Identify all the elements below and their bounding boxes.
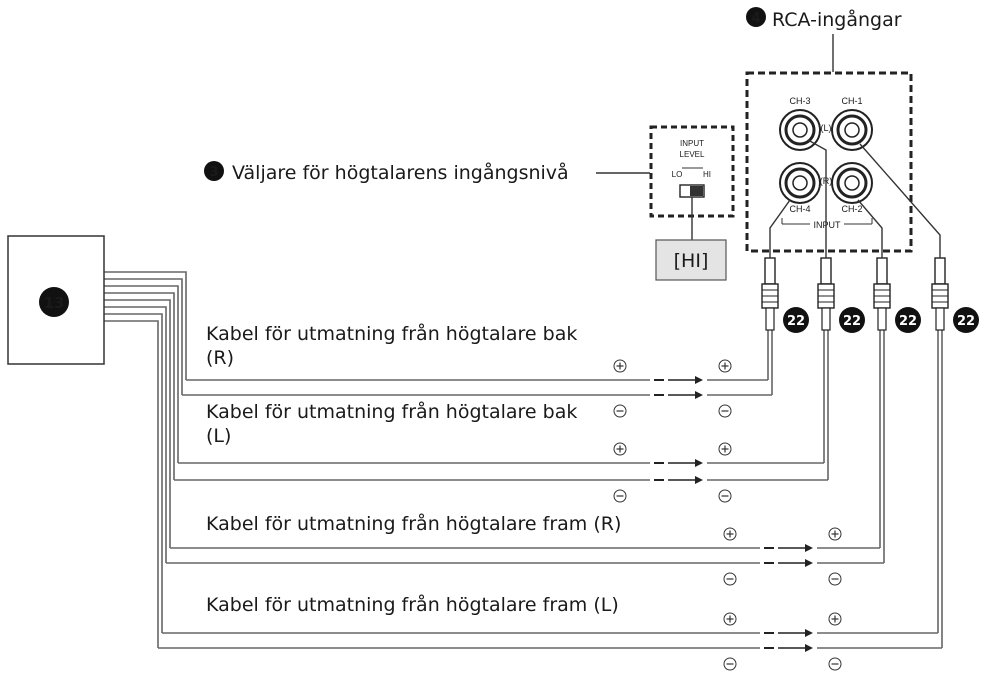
rca-channel-label: CH-1 xyxy=(841,96,862,106)
cable-wire xyxy=(823,330,829,480)
arrow-head xyxy=(695,376,703,384)
harness-wire xyxy=(104,278,183,395)
slide-switch-knob xyxy=(690,186,703,196)
harness-wire xyxy=(104,285,179,463)
harness-wire xyxy=(104,320,159,648)
switch-title: INPUT xyxy=(680,139,704,148)
rca-plug-tip xyxy=(820,257,832,285)
rca-plug-sleeve xyxy=(935,307,945,331)
rca-plug-sleeve xyxy=(877,307,887,331)
harness-wire xyxy=(104,271,187,380)
rca-inputs-badge xyxy=(746,7,766,27)
unit-number-badge xyxy=(39,287,69,317)
cable-wire xyxy=(937,330,943,648)
arrow-head xyxy=(805,544,813,552)
arrow-head xyxy=(805,644,813,652)
rca-plug-tip xyxy=(764,257,776,285)
rca-left-mark: (L) xyxy=(821,123,832,133)
rca-jack-ring xyxy=(784,114,816,146)
cable-label: Kabel för utmatning från högtalare bak xyxy=(206,322,577,345)
cable-wire xyxy=(767,330,773,395)
arrow-head xyxy=(695,459,703,467)
rca-plugs: 22 22 22 22 xyxy=(761,139,979,333)
harness-wire xyxy=(104,299,171,548)
rca-input-group-label: INPUT xyxy=(814,220,842,230)
harness-wire xyxy=(104,292,175,480)
rca-cable-number: 22 xyxy=(899,314,917,329)
rca-plug-lead xyxy=(859,143,941,258)
level-selector: 3 Väljare för högtalarens ingångsnivå IN… xyxy=(204,125,735,281)
arrow-head xyxy=(805,629,813,637)
unit-number: 13 xyxy=(44,294,65,312)
switch-title: LEVEL xyxy=(680,150,705,159)
rca-jacks xyxy=(779,109,873,204)
arrow-head xyxy=(695,391,703,399)
rca-cable-number: 22 xyxy=(957,314,975,329)
setting-value: [HI] xyxy=(674,250,709,272)
rca-jack-inner xyxy=(844,122,860,138)
rca-plug-sleeve xyxy=(821,307,831,331)
rca-cable-badge xyxy=(895,307,921,333)
rca-plug-tip xyxy=(934,257,946,285)
wire-harness xyxy=(104,271,943,649)
setting-box xyxy=(655,239,727,281)
rca-plug-sleeve xyxy=(765,307,775,331)
level-selector-badge xyxy=(204,161,224,181)
cable-label: Kabel för utmatning från högtalare fram … xyxy=(206,593,619,616)
rca-jack-inner xyxy=(844,175,860,191)
arrow-head xyxy=(695,476,703,484)
switch-lo-label: LO xyxy=(672,170,683,179)
polarity-marks xyxy=(613,359,842,671)
rca-jack-ring xyxy=(836,114,868,146)
rca-plug-lead xyxy=(857,199,883,258)
rca-channel-label: CH-3 xyxy=(789,96,810,106)
rca-inputs-number: 4 xyxy=(751,11,760,26)
rca-jack-ring xyxy=(836,167,868,199)
rca-inputs-panel: 4 RCA-ingångar CH-3 CH-1 CH-4 CH-2 (L) (… xyxy=(745,7,913,253)
rca-cable-number: 22 xyxy=(843,314,861,329)
cable-wire xyxy=(879,330,885,563)
rca-plug-tip xyxy=(876,257,888,285)
rca-jack-inner xyxy=(792,175,808,191)
rca-cable-badge xyxy=(953,307,979,333)
rca-cable-number: 22 xyxy=(787,314,805,329)
rca-jack-inner xyxy=(792,122,808,138)
rca-inputs-label: RCA-ingångar xyxy=(772,8,902,31)
rca-cable-badge xyxy=(839,307,865,333)
rca-cable-badge xyxy=(783,307,809,333)
cable-label-suffix: (L) xyxy=(206,425,231,447)
level-selector-label: Väljare för högtalarens ingångsnivå xyxy=(232,161,569,184)
rca-jack-ring xyxy=(784,167,816,199)
harness-wire xyxy=(104,306,167,563)
harness-wire xyxy=(104,313,163,633)
rca-channel-label: CH-2 xyxy=(841,204,862,214)
switch-hi-label: HI xyxy=(703,170,711,179)
rca-inputs-frame xyxy=(745,71,913,253)
wire-connections xyxy=(654,376,813,652)
cable-label: Kabel för utmatning från högtalare fram … xyxy=(206,512,621,535)
rca-plug-lead xyxy=(769,199,791,258)
cable-label-suffix: (R) xyxy=(206,347,234,369)
level-selector-number: 3 xyxy=(209,165,218,180)
rca-plug-lead xyxy=(807,139,827,258)
arrow-head xyxy=(805,559,813,567)
cable-label: Kabel för utmatning från högtalare bak xyxy=(206,400,577,423)
rca-channel-label: CH-4 xyxy=(789,204,810,214)
